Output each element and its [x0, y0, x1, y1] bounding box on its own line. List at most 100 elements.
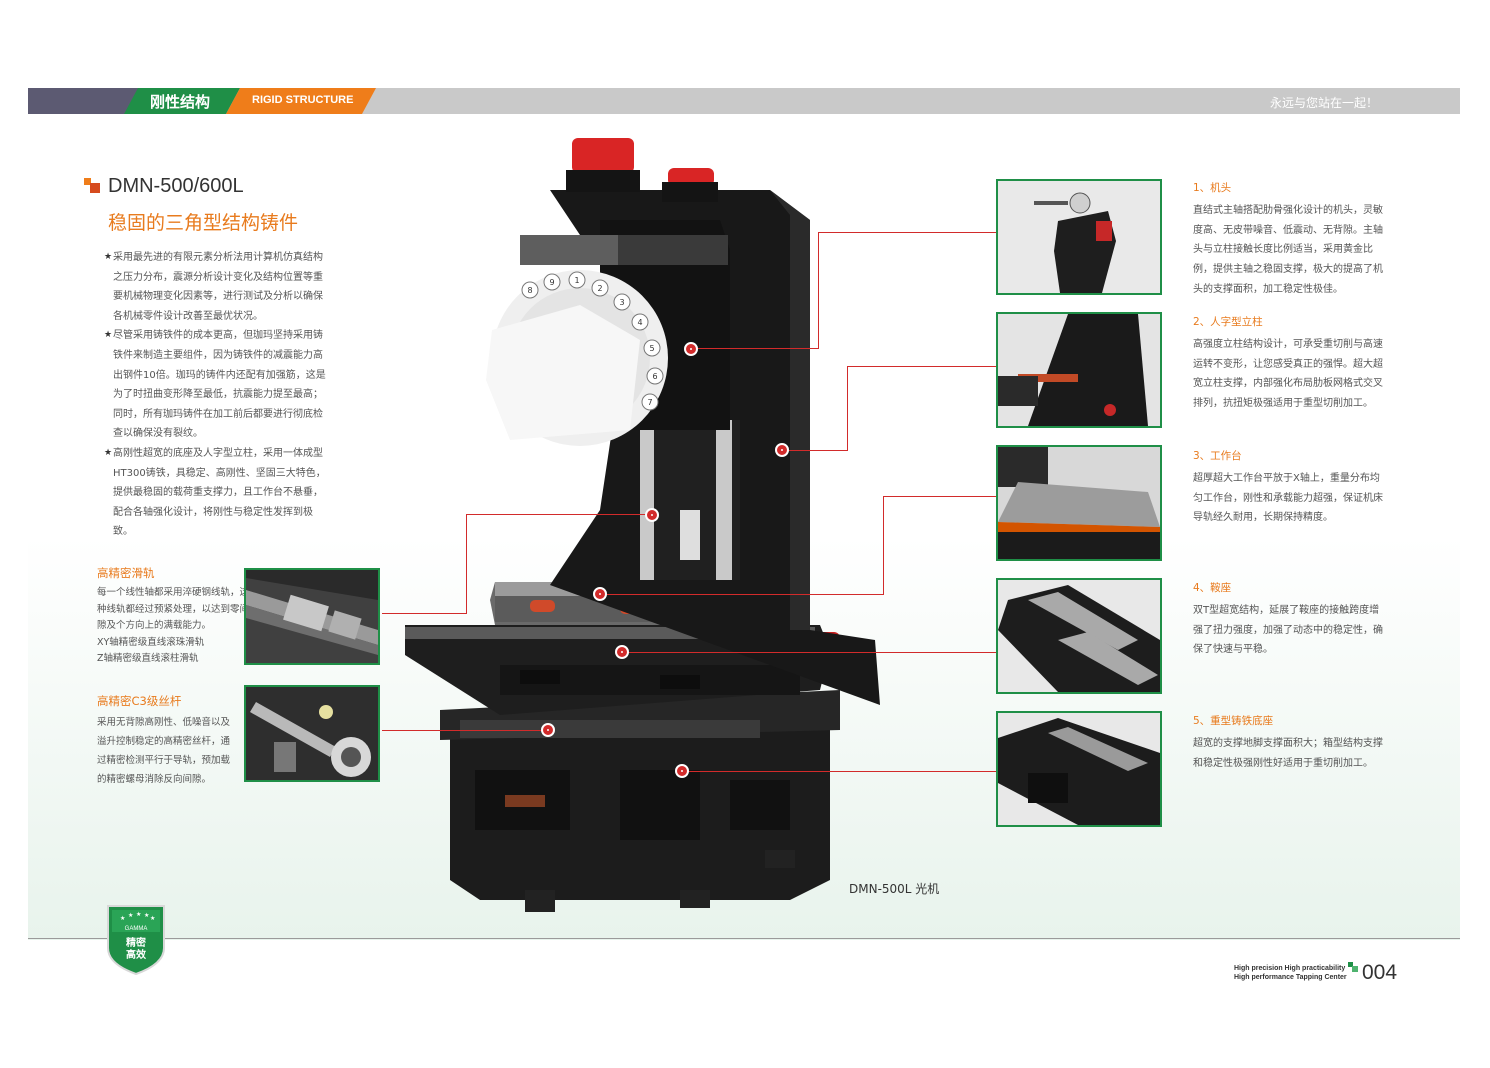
feature-line: 溢升控制稳定的高精密丝杆，通 [97, 736, 231, 747]
tool-number: 1 [574, 276, 579, 285]
tool-number: 3 [619, 298, 624, 307]
feature-block-saddle: 4、鞍座 双T型超宽结构，延展了鞍座的接触跨度增强了扭力强度，加强了动态中的稳定… [1193, 580, 1389, 660]
feature-title: 1、机头 [1193, 182, 1232, 194]
svg-text:★: ★ [128, 912, 133, 919]
feature-linear-guide: 高精密滑轨 每一个线性轴都采用淬硬钢线轨，这 种线轨都经过预紧处理，以达到零间 … [97, 565, 250, 668]
feature-title: 高精密C3级丝杆 [97, 694, 182, 708]
tool-number: 4 [637, 318, 642, 327]
tool-number: 9 [549, 278, 554, 287]
tool-number: 7 [647, 398, 652, 407]
machine-illustration: 8 9 1 2 3 4 5 6 7 [405, 138, 880, 912]
header-accent-green [124, 88, 240, 114]
badge-line1: 精密 [126, 936, 146, 949]
leader-line-head [818, 232, 819, 349]
ball-screw-photo [244, 685, 380, 782]
leader-line-column [847, 366, 848, 451]
feature-line: 每一个线性轴都采用淬硬钢线轨，这 [97, 587, 250, 598]
intro-bullet-list: ★采用最先进的有限元素分析法用计算机仿真结构之压力分布，震源分析设计变化及结构位… [104, 248, 330, 542]
header-accent-orange [226, 88, 376, 114]
leader-line-column [847, 366, 996, 367]
feature-block-base: 5、重型铸铁底座 超宽的支撑地脚支撑面积大；箱型结构支撑和稳定性极强刚性好适用于… [1193, 713, 1389, 773]
svg-text:★: ★ [144, 912, 149, 919]
intro-bullet: ★采用最先进的有限元素分析法用计算机仿真结构之压力分布，震源分析设计变化及结构位… [104, 248, 330, 326]
callout-dot-column [775, 443, 789, 457]
feature-block-column: 2、人字型立柱 高强度立柱结构设计，可承受重切削与高速运转不变形，让您感受真正的… [1193, 314, 1389, 414]
spindle-motor [572, 138, 634, 173]
footer-tagline-line: High precision High practicability [1234, 965, 1346, 972]
feature-line: 的精密螺母消除反向间隙。 [97, 774, 212, 785]
feature-line: 采用无背隙高刚性、低噪音以及 [97, 717, 231, 728]
saddle-photo [996, 578, 1162, 694]
feature-title: 高精密滑轨 [97, 566, 155, 580]
feature-description: 双T型超宽结构，延展了鞍座的接触跨度增强了扭力强度，加强了动态中的稳定性，确保了… [1193, 605, 1383, 656]
feature-description: 高强度立柱结构设计，可承受重切削与高速运转不变形，让您感受真正的强悍。超大超宽立… [1193, 339, 1383, 410]
callout-dot-screw [541, 723, 555, 737]
callout-dot-guide [645, 508, 659, 522]
leader-line-head [818, 232, 996, 233]
leader-line-table [883, 496, 996, 497]
page-number: 004 [1362, 961, 1398, 984]
feature-line: XY轴精密级直线滚珠滑轨 [97, 636, 205, 648]
leader-line-table [600, 594, 884, 595]
leader-line-column [782, 450, 848, 451]
machine-caption: DMN-500L 光机 [849, 882, 940, 896]
model-title: DMN-500/600L [108, 175, 244, 197]
feature-block-head: 1、机头 直结式主轴搭配肋骨强化设计的机头，灵敏度高、无皮带噪音、低震动、无背隙… [1193, 180, 1389, 300]
section-subtitle: 稳固的三角型结构铸件 [108, 212, 299, 234]
footer-tagline-line: High performance Tapping Center [1234, 974, 1347, 981]
feature-line: 种线轨都经过预紧处理，以达到零间 [97, 603, 250, 615]
section-header-band: 刚性结构 RIGID STRUCTURE 永远与您站在一起！ [28, 88, 1460, 114]
base-photo [996, 711, 1162, 827]
feature-ball-screw: 高精密C3级丝杆 采用无背隙高刚性、低噪音以及 溢升控制稳定的高精密丝杆，通 过… [97, 693, 239, 789]
linear-guide-photo [244, 568, 380, 665]
footer-square-icon [1348, 962, 1358, 972]
leader-line-base [682, 771, 996, 772]
star-icon: ★ [104, 330, 113, 341]
feature-line: Z轴精密级直线滚柱滑轨 [97, 653, 199, 664]
intro-bullet: ★高刚性超宽的底座及人字型立柱，采用一体成型HT300铸铁，具稳定、高刚性、坚固… [104, 444, 330, 542]
badge-line2: 高效 [126, 948, 147, 961]
star-icon: ★ [104, 252, 113, 262]
feature-line: 隙及个方向上的满载能力。 [97, 620, 212, 631]
spindle-head-photo [996, 179, 1162, 295]
feature-title: 4、鞍座 [1193, 582, 1232, 594]
svg-text:★: ★ [150, 915, 155, 922]
column-photo [996, 312, 1162, 428]
callout-dot-head [684, 342, 698, 356]
svg-text:★: ★ [136, 911, 141, 918]
feature-title: 3、工作台 [1193, 450, 1242, 462]
tool-number: 5 [649, 344, 654, 353]
badge-brand: GAMMA [125, 926, 148, 932]
feature-title: 2、人字型立柱 [1193, 316, 1263, 328]
feature-description: 超厚超大工作台平放于X轴上，重量分布均匀工作台，刚性和承载能力超强，保证机床导轨… [1193, 473, 1383, 524]
tool-number: 2 [597, 284, 602, 293]
callout-dot-saddle [615, 645, 629, 659]
section-title-en: RIGID STRUCTURE [252, 94, 354, 106]
leader-line-guide [466, 514, 652, 515]
callout-dot-base [675, 764, 689, 778]
feature-description: 超宽的支撑地脚支撑面积大；箱型结构支撑和稳定性极强刚性好适用于重切削加工。 [1193, 738, 1383, 769]
feature-line: 过精密检测平行于导轨，预加载 [97, 755, 231, 766]
bottom-divider [28, 938, 1460, 939]
footer-tagline: High precision High practicability High … [1234, 964, 1347, 982]
intro-bullet: ★尽管采用铸铁件的成本更高，但珈玛坚持采用铸铁件来制造主要组件，因为铸铁件的减震… [104, 326, 330, 444]
quality-badge-icon: ★★★★★ GAMMA 精密 高效 [107, 905, 165, 976]
callout-dot-table [593, 587, 607, 601]
tool-number: 8 [527, 286, 532, 295]
feature-title: 5、重型铸铁底座 [1193, 715, 1274, 727]
feature-description: 直结式主轴搭配肋骨强化设计的机头，灵敏度高、无皮带噪音、低震动、无背隙。主轴头与… [1193, 205, 1383, 295]
header-slogan: 永远与您站在一起！ [1269, 96, 1378, 110]
section-title-cn: 刚性结构 [150, 93, 211, 111]
title-square-icon [84, 178, 104, 194]
feature-block-table: 3、工作台 超厚超大工作台平放于X轴上，重量分布均匀工作台，刚性和承载能力超强，… [1193, 448, 1389, 528]
header-accent-purple [28, 88, 138, 114]
leader-line-saddle [622, 652, 996, 653]
tool-number: 6 [652, 372, 657, 381]
leader-line-table [883, 496, 884, 595]
worktable-photo [996, 445, 1162, 561]
leader-line-guide [382, 613, 467, 614]
leader-line-screw [382, 730, 548, 731]
svg-text:★: ★ [120, 915, 125, 922]
star-icon: ★ [104, 447, 113, 458]
leader-line-guide [466, 514, 467, 614]
